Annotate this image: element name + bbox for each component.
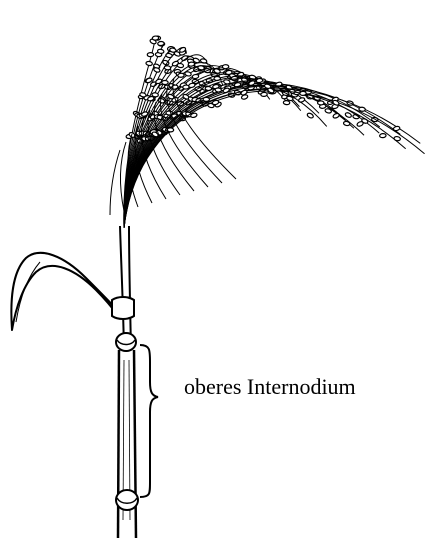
spikelet: [158, 41, 165, 46]
spikelet: [307, 112, 315, 119]
spikelet: [359, 107, 366, 112]
panicle-branch: [124, 86, 364, 228]
spikelet: [298, 97, 305, 103]
panicle-branch: [110, 150, 120, 215]
spikelet: [317, 101, 324, 105]
spikelet: [345, 112, 352, 118]
spikelet: [343, 121, 350, 126]
panicle-branch: [124, 81, 345, 228]
spikelet: [157, 49, 164, 54]
panicle: [110, 36, 425, 228]
spikelet: [146, 61, 153, 66]
panicle-branch: [124, 83, 327, 228]
spikelet: [164, 65, 171, 70]
spikelet: [261, 92, 268, 97]
spikelet: [147, 53, 153, 57]
internode-label: oberes Internodium: [184, 376, 356, 398]
spikelet: [283, 100, 290, 104]
spikelet: [379, 133, 386, 138]
lower-node: [116, 490, 138, 510]
spikelet: [188, 83, 195, 89]
spikelet: [178, 73, 185, 78]
internode-bracket: [140, 345, 158, 497]
spikelet: [203, 97, 209, 101]
panicle-branch: [124, 88, 420, 228]
spikelet: [394, 136, 401, 141]
spikelet: [152, 36, 159, 41]
spikelet: [165, 53, 172, 58]
spikelet: [188, 62, 195, 67]
leaf-blade: [11, 253, 122, 330]
spikelet: [256, 78, 263, 83]
spikelet: [198, 65, 205, 70]
spikelet: [300, 91, 306, 95]
spikelet: [192, 74, 199, 79]
spikelet: [222, 65, 229, 69]
upper-node: [116, 333, 136, 351]
spikelet: [177, 63, 184, 68]
spikelet: [162, 80, 169, 84]
spikelet: [152, 92, 159, 97]
